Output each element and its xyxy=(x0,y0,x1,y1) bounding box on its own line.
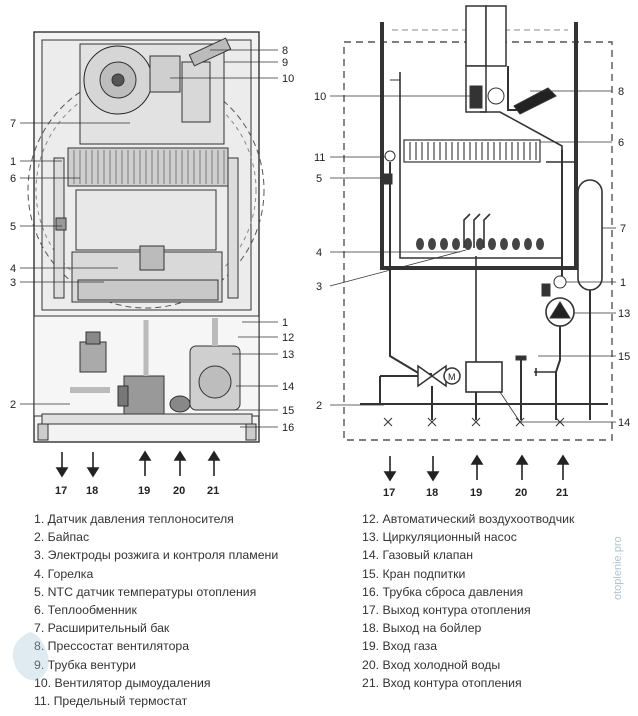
connection-arrows xyxy=(55,450,570,482)
callout-right-11: 11 xyxy=(314,152,325,164)
left-conn-18: 18 xyxy=(86,485,98,497)
left-conn-19: 19 xyxy=(138,485,150,497)
legend-item: 9. Трубка вентури xyxy=(34,657,136,672)
callout-right-13: 13 xyxy=(618,308,630,320)
legend-right: 12. Автоматический воздухоотводчик 13. Ц… xyxy=(362,510,574,692)
callout-left-12: 12 xyxy=(282,332,294,344)
callout-left-6: 6 xyxy=(10,173,16,185)
left-conn-20: 20 xyxy=(173,485,185,497)
left-boiler-drawing xyxy=(27,31,265,443)
callout-left-3: 3 xyxy=(10,277,16,289)
legend-item: 3. Электроды розжига и контроля пламени xyxy=(34,548,279,563)
callout-right-3: 3 xyxy=(316,281,322,293)
right-leader-lines xyxy=(329,90,616,423)
legend-item: 17. Выход контура отопления xyxy=(362,602,531,617)
legend-item: 8. Прессостат вентилятора xyxy=(34,639,190,654)
watermark-text: otoplenie.pro xyxy=(612,536,624,600)
legend-item: 2. Байпас xyxy=(34,530,90,545)
legend-item: 16. Трубка сброса давления xyxy=(362,584,524,599)
legend-item: 10. Вентилятор дымоудаления xyxy=(34,675,211,690)
legend-item: 5. NTC датчик температуры отопления xyxy=(34,584,257,599)
right-conn-19: 19 xyxy=(470,487,482,499)
legend-item: 13. Циркуляционный насос xyxy=(362,530,517,545)
left-leader-lines xyxy=(20,49,278,428)
right-conn-20: 20 xyxy=(515,487,527,499)
callout-left-16: 16 xyxy=(282,422,294,434)
legend-item: 4. Горелка xyxy=(34,566,94,581)
legend-item: 18. Выход на бойлер xyxy=(362,621,482,636)
legend-item: 19. Вход газа xyxy=(362,639,438,654)
legend-item: 6. Теплообменник xyxy=(34,602,137,617)
callout-left-15: 15 xyxy=(282,405,294,417)
callout-right-10: 10 xyxy=(314,91,326,103)
legend-item: 14. Газовый клапан xyxy=(362,548,473,563)
legend-item: 15. Кран подпитки xyxy=(362,566,466,581)
legend-item: 7. Расширительный бак xyxy=(34,621,170,636)
callout-right-8: 8 xyxy=(618,86,624,98)
callout-right-1: 1 xyxy=(620,277,626,289)
left-conn-21: 21 xyxy=(207,485,219,497)
callout-right-15: 15 xyxy=(618,351,630,363)
svg-text:M: M xyxy=(448,372,456,382)
callout-numbers: 7 1 6 5 4 3 2 8 9 10 1 12 13 14 15 16 10… xyxy=(10,45,630,434)
callout-left-14: 14 xyxy=(282,381,294,393)
legend-item: 20. Вход холодной воды xyxy=(362,657,501,672)
callout-right-2: 2 xyxy=(316,400,322,412)
callout-left-5: 5 xyxy=(10,221,16,233)
callout-left-4: 4 xyxy=(10,263,16,275)
left-conn-17: 17 xyxy=(55,485,67,497)
legend-item: 1. Датчик давления теплоносителя xyxy=(34,512,234,526)
callout-left-9: 9 xyxy=(282,57,288,69)
diagram-canvas: M xyxy=(10,5,630,499)
right-conn-21: 21 xyxy=(556,487,568,499)
watermark-logo-icon xyxy=(12,632,49,681)
right-schematic: M xyxy=(343,5,613,441)
callout-right-5: 5 xyxy=(316,173,322,185)
legend-left: 1. Датчик давления теплоносителя 2. Байп… xyxy=(34,510,278,710)
callout-left-10: 10 xyxy=(282,73,294,85)
callout-left-1: 1 xyxy=(10,156,16,168)
callout-left-7: 7 xyxy=(10,118,16,130)
callout-left-2: 2 xyxy=(10,399,16,411)
right-conn-18: 18 xyxy=(426,487,438,499)
callout-right-4: 4 xyxy=(316,247,322,259)
legend-item: 12. Автоматический воздухоотводчик xyxy=(362,512,575,526)
right-conn-17: 17 xyxy=(383,487,395,499)
callout-right-7: 7 xyxy=(620,223,626,235)
connection-numbers: 17 18 19 20 21 17 18 19 20 21 xyxy=(55,485,568,499)
callout-left-8: 8 xyxy=(282,45,288,57)
legend-item: 11. Предельный термостат xyxy=(34,693,188,708)
legend-item: 21. Вход контура отопления xyxy=(362,675,522,690)
callout-right-14: 14 xyxy=(618,417,630,429)
callout-left-13: 13 xyxy=(282,349,294,361)
callout-left-1b: 1 xyxy=(282,317,288,329)
callout-right-6: 6 xyxy=(618,137,624,149)
